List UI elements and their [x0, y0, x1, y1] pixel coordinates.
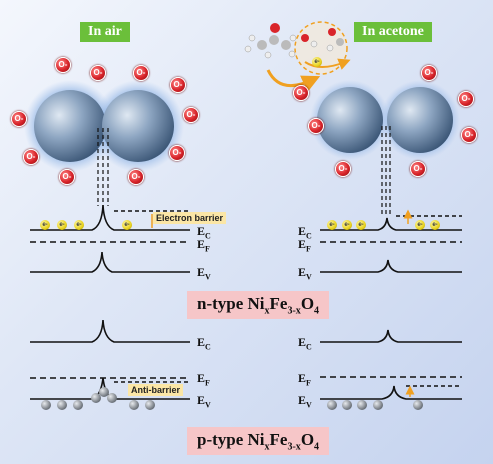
hole [327, 400, 337, 410]
electron-barrier-label: Electron barrier [153, 212, 227, 224]
oxygen-ion: O- [410, 161, 426, 177]
electron: e- [415, 220, 425, 230]
hole [99, 387, 109, 397]
oxygen-ion: O- [335, 161, 351, 177]
anti-barrier-label: Anti-barrier [128, 384, 184, 396]
hole [342, 400, 352, 410]
electron: e- [74, 220, 84, 230]
oxygen-ion: O- [169, 145, 185, 161]
band-label: EF [298, 371, 311, 388]
band-label: EV [197, 265, 211, 282]
oxygen-ion: O- [128, 169, 144, 185]
band-label: EC [298, 224, 312, 241]
p-type-acetone-bands [320, 329, 462, 400]
reaction-products-icon [301, 28, 344, 52]
band-label: EV [197, 393, 211, 410]
hole [145, 400, 155, 410]
oxygen-ion: O- [90, 65, 106, 81]
electron: e- [342, 220, 352, 230]
oxygen-ion: O- [293, 85, 309, 101]
hole [129, 400, 139, 410]
band-label: EV [298, 393, 312, 410]
band-label: EF [298, 237, 311, 254]
oxygen-ion: O- [133, 65, 149, 81]
oxygen-ion: O- [421, 65, 437, 81]
oxygen-ion: O- [55, 57, 71, 73]
oxygen-ion: O- [458, 91, 474, 107]
band-label: EF [197, 237, 210, 254]
band-label: EC [197, 224, 211, 241]
projection-lines [97, 126, 391, 215]
band-label: EC [197, 335, 211, 352]
release-arrow [304, 58, 351, 70]
hole [107, 393, 117, 403]
electron: e- [356, 220, 366, 230]
acetone-particles [310, 80, 460, 160]
acetone-molecule-icon [244, 23, 297, 59]
hole [373, 400, 383, 410]
n-type-title: n-type NixFe3-xO4 [187, 291, 330, 320]
p-type-title: p-type NixFe3-xO4 [187, 427, 330, 456]
air-particles [24, 80, 184, 172]
oxygen-ion: O- [170, 77, 186, 93]
oxygen-ion: O- [59, 169, 75, 185]
hole [41, 400, 51, 410]
band-label: EV [298, 265, 312, 282]
band-label: EC [298, 335, 312, 352]
electron: e- [430, 220, 440, 230]
hole [73, 400, 83, 410]
electron: e- [312, 57, 322, 67]
reaction-arrow [266, 69, 321, 92]
n-type-air-bands [30, 204, 190, 273]
hole [357, 400, 367, 410]
in-air-label: In air [80, 22, 130, 42]
hole [91, 393, 101, 403]
electron: e- [327, 220, 337, 230]
hole [57, 400, 67, 410]
oxygen-ion: O- [11, 111, 27, 127]
oxygen-ion: O- [461, 127, 477, 143]
oxygen-ion: O- [308, 118, 324, 134]
electron: e- [40, 220, 50, 230]
band-label: EF [197, 371, 210, 388]
in-acetone-label: In acetone [354, 22, 432, 42]
hole [413, 400, 423, 410]
oxygen-ion: O- [23, 149, 39, 165]
oxygen-ion: O- [183, 107, 199, 123]
electron: e- [57, 220, 67, 230]
electron: e- [122, 220, 132, 230]
